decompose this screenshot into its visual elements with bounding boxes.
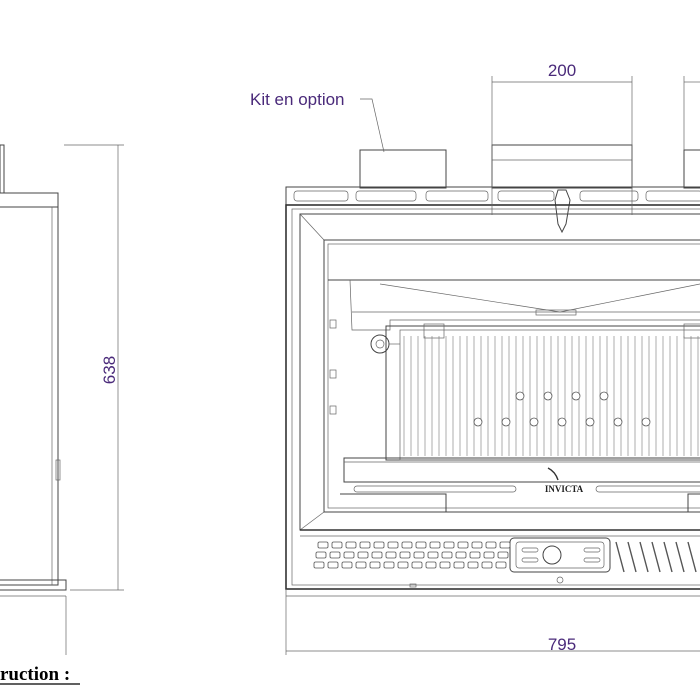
louver-slot bbox=[455, 551, 467, 559]
louver-slot bbox=[441, 551, 453, 559]
invicta-logo: INVICTA bbox=[545, 467, 584, 494]
louver-slot bbox=[471, 541, 483, 549]
louver-slot bbox=[413, 551, 425, 559]
stud bbox=[585, 417, 595, 427]
louver-slat bbox=[627, 541, 637, 573]
louver-slot bbox=[387, 541, 399, 549]
louver-slat bbox=[639, 541, 649, 573]
stud bbox=[529, 417, 539, 427]
width-dimension: 795 bbox=[548, 635, 576, 654]
louver-slot bbox=[385, 551, 397, 559]
louver-slot bbox=[495, 561, 507, 569]
height-dimension: 638 bbox=[100, 356, 119, 384]
louver-slat bbox=[615, 541, 625, 573]
flue-dimension-lines bbox=[491, 76, 700, 215]
louver-slot bbox=[401, 541, 413, 549]
louver-slat bbox=[651, 541, 661, 573]
stud bbox=[543, 391, 553, 401]
louver-slot bbox=[343, 551, 355, 559]
louver-slot bbox=[427, 551, 439, 559]
stud bbox=[641, 417, 651, 427]
stud bbox=[501, 417, 511, 427]
louver-slot bbox=[331, 541, 343, 549]
louver-slot bbox=[373, 541, 385, 549]
louver-slot bbox=[483, 551, 495, 559]
louver-slot bbox=[411, 561, 423, 569]
louver-slot bbox=[397, 561, 409, 569]
stud bbox=[515, 391, 525, 401]
back-plate-ribs bbox=[403, 336, 699, 456]
louver-slot bbox=[357, 551, 369, 559]
louver-slat bbox=[687, 541, 697, 573]
louver-slot bbox=[359, 541, 371, 549]
louver-slot bbox=[329, 551, 341, 559]
stud bbox=[571, 391, 581, 401]
hearth bbox=[300, 457, 700, 588]
louver-slot bbox=[355, 561, 367, 569]
front-view bbox=[285, 144, 700, 655]
flue-dimension: 200 bbox=[548, 61, 576, 80]
louver-slat bbox=[663, 541, 673, 573]
louver-slot bbox=[429, 541, 441, 549]
louver-slot bbox=[399, 551, 411, 559]
kit-leader-line bbox=[360, 98, 385, 153]
louver-slot bbox=[443, 541, 455, 549]
stud bbox=[613, 417, 623, 427]
louver-slot bbox=[345, 541, 357, 549]
louver-slot bbox=[485, 541, 497, 549]
louver-slot bbox=[313, 561, 325, 569]
louver-slot bbox=[453, 561, 465, 569]
louver-slot bbox=[467, 561, 479, 569]
air-grille-louvers bbox=[313, 541, 697, 573]
louver-slot bbox=[469, 551, 481, 559]
louver-slat bbox=[675, 541, 685, 573]
louver-slot bbox=[415, 541, 427, 549]
footer-heading: ruction : bbox=[0, 664, 70, 685]
louver-slot bbox=[371, 551, 383, 559]
kit-option-label: Kit en option bbox=[250, 90, 345, 109]
svg-text:INVICTA: INVICTA bbox=[545, 484, 584, 494]
louver-slot bbox=[369, 561, 381, 569]
back-plate-studs bbox=[473, 391, 651, 427]
louver-slot bbox=[317, 541, 329, 549]
stud bbox=[557, 417, 567, 427]
louver-slot bbox=[425, 561, 437, 569]
louver-slot bbox=[457, 541, 469, 549]
louver-slot bbox=[499, 541, 511, 549]
louver-slot bbox=[481, 561, 493, 569]
louver-slot bbox=[439, 561, 451, 569]
louver-slot bbox=[327, 561, 339, 569]
louver-slot bbox=[315, 551, 327, 559]
louver-slot bbox=[341, 561, 353, 569]
louver-slot bbox=[383, 561, 395, 569]
stud bbox=[599, 391, 609, 401]
side-view bbox=[0, 144, 124, 655]
stud bbox=[473, 417, 483, 427]
louver-slot bbox=[497, 551, 509, 559]
